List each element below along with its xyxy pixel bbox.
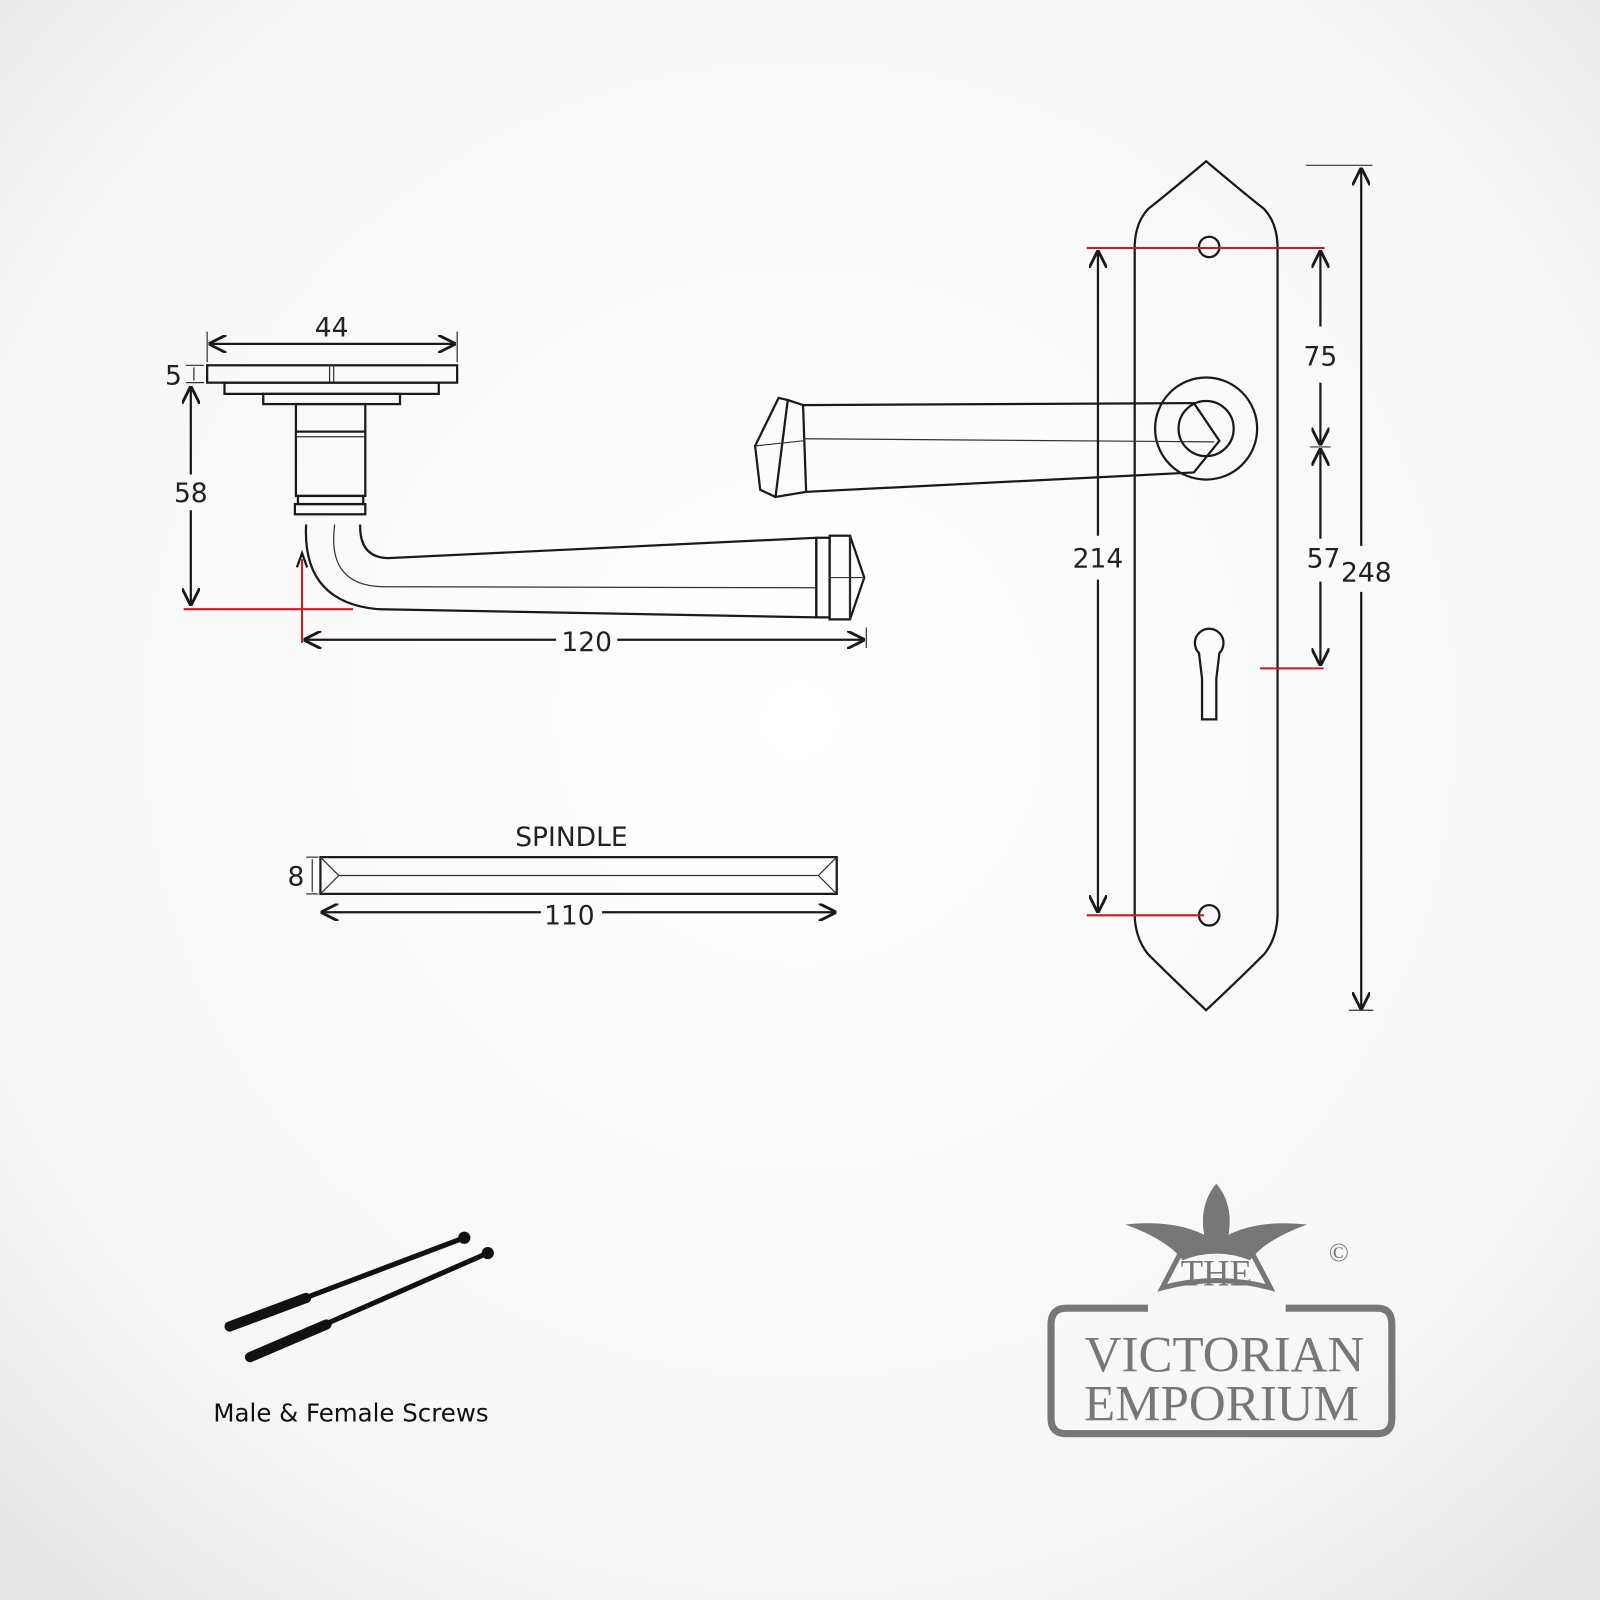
dim-rose-diameter: 44 bbox=[315, 313, 349, 344]
lever-side-view bbox=[206, 364, 866, 621]
logo-line2: EMPORIUM bbox=[1084, 1376, 1359, 1432]
spindle: SPINDLE 8 110 bbox=[287, 822, 838, 931]
screws-caption: Male & Female Screws bbox=[213, 1398, 488, 1427]
victorian-emporium-logo: THE VICTORIAN EMPORIUM © bbox=[1047, 1183, 1396, 1438]
dim-fixing-centres: 214 bbox=[1073, 543, 1124, 574]
backplate-front-view bbox=[753, 159, 1279, 1012]
backplate-dimensions: 214 75 57 248 bbox=[1073, 164, 1392, 1011]
screws-image bbox=[224, 1231, 494, 1363]
logo-the: THE bbox=[1181, 1253, 1252, 1294]
spindle-label: SPINDLE bbox=[515, 822, 627, 853]
logo-line1: VICTORIAN bbox=[1085, 1327, 1365, 1383]
dim-spindle-size: 8 bbox=[287, 862, 304, 893]
dim-lever-length: 120 bbox=[561, 627, 612, 658]
logo-copyright: © bbox=[1329, 1237, 1349, 1267]
dim-projection: 58 bbox=[174, 478, 208, 509]
dim-lever-to-top-fixing: 75 bbox=[1304, 341, 1338, 372]
dim-lever-to-keyhole: 57 bbox=[1307, 543, 1341, 574]
dim-spindle-length: 110 bbox=[544, 900, 595, 931]
side-dimensions: 44 5 58 120 bbox=[165, 313, 867, 658]
dim-plate-height: 248 bbox=[1341, 558, 1392, 589]
dim-rose-thickness: 5 bbox=[165, 361, 182, 392]
